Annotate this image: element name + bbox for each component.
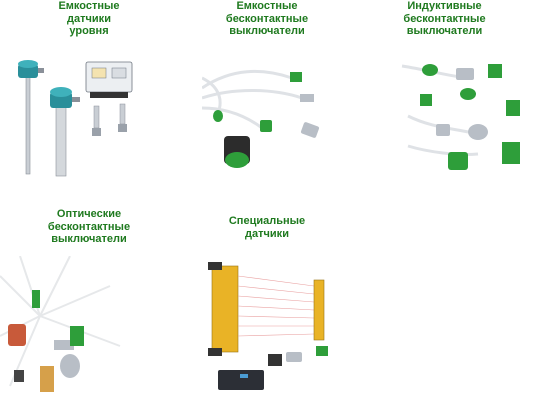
category-title: Емкостные бесконтактные выключатели — [178, 0, 356, 38]
title-line: датчики — [245, 227, 289, 240]
optical-proximity-switches-image — [0, 256, 140, 400]
category-title: Емкостные датчики уровня — [0, 0, 178, 38]
category-tile-optical-proximity-switches[interactable]: Оптические бесконтактные выключатели — [0, 200, 178, 400]
title-line: бесконтактные — [225, 12, 309, 25]
capacitive-proximity-switches-image — [202, 58, 342, 188]
title-line: Емкостные — [58, 0, 120, 12]
category-tile-inductive-proximity-switches[interactable]: Индуктивные бесконтактные выключатели — [356, 0, 533, 200]
title-line: Оптические — [56, 208, 122, 220]
category-title: Индуктивные бесконтактные выключатели — [356, 0, 533, 38]
title-line: датчики — [67, 12, 111, 25]
capacitive-level-sensors-image — [8, 56, 148, 186]
inductive-proximity-switches-image — [398, 56, 532, 186]
title-line: выключатели — [51, 233, 127, 245]
title-line: выключатели — [229, 25, 305, 37]
category-tile-capacitive-proximity-switches[interactable]: Емкостные бесконтактные выключатели — [178, 0, 356, 200]
category-tile-capacitive-level-sensors[interactable]: Емкостные датчики уровня — [0, 0, 178, 200]
category-title: Специальные датчики — [178, 215, 356, 240]
title-line: бесконтактные — [403, 12, 486, 25]
title-line: Индуктивные — [407, 0, 482, 12]
title-line: выключатели — [406, 25, 483, 37]
special-sensors-image — [204, 256, 344, 396]
category-tile-special-sensors[interactable]: Специальные датчики — [178, 200, 356, 400]
category-title: Оптические бесконтактные выключатели — [0, 208, 178, 246]
title-line: Специальные — [228, 215, 306, 227]
title-line: бесконтактные — [47, 220, 131, 233]
title-line: уровня — [69, 25, 109, 37]
title-line: Емкостные — [236, 0, 298, 12]
